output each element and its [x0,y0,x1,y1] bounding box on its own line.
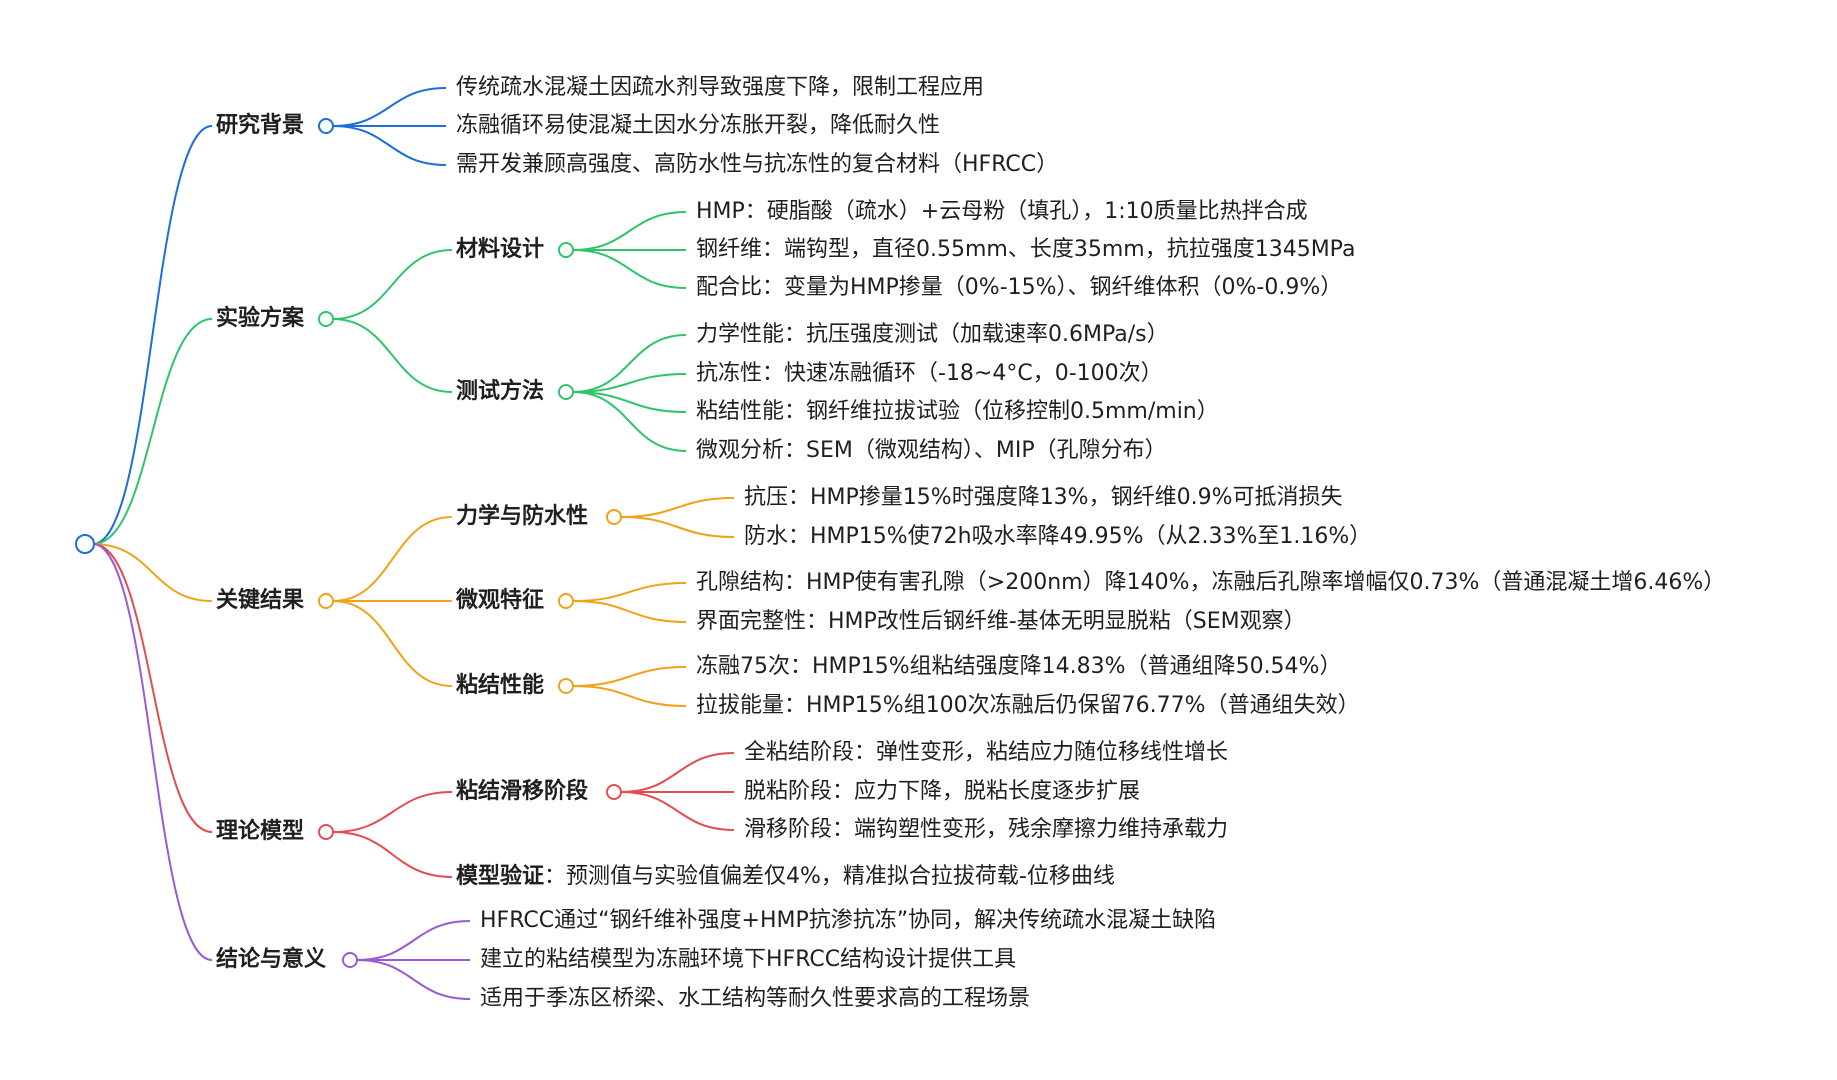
results-node-dot [318,593,334,609]
leaf-model-validation-text: 预测值与实验值偏差仅4%，精准拟合拉拔荷载-位移曲线 [566,864,1115,889]
theory-node-dot [318,824,334,840]
material-link-0 [572,211,687,251]
mechanics-link-1 [620,516,735,538]
background-link-0 [332,87,447,127]
branch-label-theory-model: 理论模型 [216,819,305,844]
mechanics-node-dot [606,509,622,525]
conclusion-link-0 [356,920,471,961]
leaf-micro-1: 孔隙结构：HMP使有害孔隙（>200nm）降140%，冻融后孔隙率增幅仅0.73… [696,570,1726,595]
plan-link-test [332,318,453,393]
group-label-micro-features: 微观特征 [456,588,545,613]
test-link-1 [572,373,687,393]
root-link-2 [92,543,213,602]
plan-node-dot [318,311,334,327]
group-label-bond-slip-stages: 粘结滑移阶段 [456,779,589,804]
plan-link-material [332,249,453,320]
leaf-stage-3: 滑移阶段：端钩塑性变形，残余摩擦力维持承载力 [744,817,1229,842]
leaf-mechanics-2: 防水：HMP15%使72h吸水率降49.95%（从2.33%至1.16%） [744,524,1372,549]
leaf-model-validation-sep: ： [544,864,567,889]
leaf-background-2: 冻融循环易使混凝土因水分冻胀开裂，降低耐久性 [456,113,941,138]
bond-link-1 [572,685,687,707]
group-label-bond-performance: 粘结性能 [456,673,545,698]
conclusion-link-2 [356,959,471,1000]
leaf-test-1: 力学性能：抗压强度测试（加载速率0.6MPa/s） [696,322,1169,347]
stages-node-dot [606,784,622,800]
leaf-bond-1: 冻融75次：HMP15%组粘结强度降14.83%（普通组降50.54%） [696,654,1342,679]
leaf-test-4: 微观分析：SEM（微观结构）、MIP（孔隙分布） [696,438,1167,463]
root-link-3 [92,543,213,833]
group-label-mechanics-waterproof: 力学与防水性 [456,504,589,529]
leaf-stage-1: 全粘结阶段：弹性变形，粘结应力随位移线性增长 [744,740,1229,765]
leaf-bond-2: 拉拔能量：HMP15%组100次冻融后仍保留76.77%（普通组失效） [696,693,1360,718]
leaf-material-1: HMP：硬脂酸（疏水）+云母粉（填孔），1:10质量比热拌合成 [696,199,1308,224]
background-link-2 [332,125,447,166]
root-link-4 [92,543,213,961]
leaf-stage-2: 脱粘阶段：应力下降，脱粘长度逐步扩展 [744,779,1141,804]
leaf-background-1: 传统疏水混凝土因疏水剂导致强度下降，限制工程应用 [456,75,985,100]
micro-link-1 [572,600,687,623]
leaf-micro-2: 界面完整性：HMP改性后钢纤维-基体无明显脱粘（SEM观察） [696,609,1306,634]
micro-link-0 [572,582,687,602]
mechanics-link-0 [620,497,735,518]
group-label-material-design: 材料设计 [456,237,545,262]
leaf-material-2: 钢纤维：端钩型，直径0.55mm、长度35mm，抗拉强度1345MPa [696,237,1356,262]
leaf-background-3: 需开发兼顾高强度、高防水性与抗冻性的复合材料（HFRCC） [456,152,1059,177]
branch-label-key-results: 关键结果 [216,588,305,613]
leaf-conclusion-2: 建立的粘结模型为冻融环境下HFRCC结构设计提供工具 [480,947,1017,972]
leaf-conclusion-1: HFRCC通过“钢纤维补强度+HMP抗渗抗冻”协同，解决传统疏水混凝土缺陷 [480,908,1217,933]
group-label-test-method: 测试方法 [456,379,545,404]
leaf-model-validation-key: 模型验证 [456,864,545,889]
results-link-2 [332,600,453,687]
background-node-dot [318,118,334,134]
root-link-0 [92,125,213,545]
theory-link-stages [332,791,453,833]
leaf-material-3: 配合比：变量为HMP掺量（0%-15%）、钢纤维体积（0%-0.9%） [696,275,1343,300]
leaf-model-validation: 模型验证：预测值与实验值偏差仅4%，精准拟合拉拔荷载-位移曲线 [456,864,1115,890]
branch-label-research-background: 研究背景 [216,113,305,138]
theory-link-validation [332,831,453,878]
stage-link-2 [620,791,735,831]
test-node-dot [558,384,574,400]
stage-link-0 [620,752,735,793]
test-link-2 [572,391,687,413]
material-node-dot [558,242,574,258]
root-link-1 [92,318,213,545]
leaf-mechanics-1: 抗压：HMP掺量15%时强度降13%，钢纤维0.9%可抵消损失 [744,485,1343,510]
branch-label-experiment-plan: 实验方案 [216,306,305,331]
test-link-0 [572,334,687,393]
results-link-0 [332,516,453,602]
conclusion-node-dot [342,952,358,968]
root-node-dot [75,534,95,554]
test-link-3 [572,391,687,452]
micro-node-dot [558,593,574,609]
bond-link-0 [572,666,687,687]
material-link-2 [572,249,687,289]
bond-node-dot [558,678,574,694]
leaf-test-3: 粘结性能：钢纤维拉拔试验（位移控制0.5mm/min） [696,399,1219,424]
branch-label-conclusion: 结论与意义 [216,947,327,972]
leaf-conclusion-3: 适用于季冻区桥梁、水工结构等耐久性要求高的工程场景 [480,986,1031,1011]
leaf-test-2: 抗冻性：快速冻融循环（-18~4°C，0-100次） [696,361,1163,386]
